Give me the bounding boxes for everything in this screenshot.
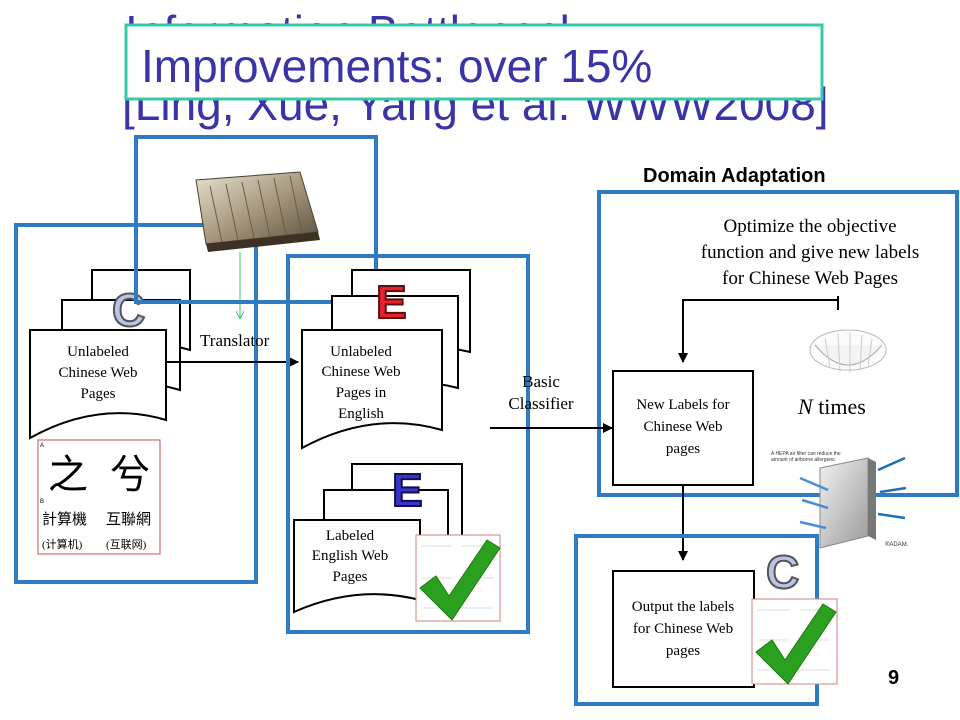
output-line-2: for Chinese Web	[633, 621, 733, 637]
iterations-label: N times	[797, 394, 866, 419]
optimize-line-1: Optimize the objective	[723, 216, 896, 237]
chars-label-a: A	[40, 443, 44, 449]
output-letter-c: C	[766, 546, 799, 598]
new-labels-line-1: New Labels for	[636, 397, 729, 413]
labeled-english-line-3: Pages	[333, 569, 368, 585]
chinese-docs-line-1: Unlabeled	[67, 344, 129, 360]
dictionary-book-icon	[195, 171, 320, 252]
iterations-var: N	[797, 394, 814, 419]
coffee-filter-icon	[809, 329, 887, 373]
filter-caption-2: amount of airborne allergens	[771, 457, 835, 463]
chinese-docs-line-2: Chinese Web	[59, 365, 138, 381]
domain-adaptation-heading: Domain Adaptation	[643, 165, 826, 187]
new-labels-line-2: Chinese Web	[644, 419, 723, 435]
labeled-english-line-2: English Web	[312, 548, 388, 564]
english-group-box	[286, 254, 530, 634]
translator-label: Translator	[200, 331, 270, 350]
labeled-checkmark-icon	[419, 539, 501, 621]
new-labels-box	[612, 370, 754, 486]
page-number: 9	[888, 667, 899, 689]
unlabeled-english-line-2: Chinese Web	[322, 364, 401, 380]
output-checkmark-icon	[755, 603, 837, 685]
classifier-line-1: Basic	[522, 372, 560, 391]
hepa-filter-icon: A HEPA air filter can reduce the amount …	[771, 451, 909, 549]
chars-word2-trad: 互聯網	[106, 511, 151, 528]
chinese-docs-stack	[29, 269, 191, 440]
classifier-line-2: Classifier	[508, 394, 573, 413]
chars-char2: 兮	[110, 452, 150, 497]
chars-label-b: B	[40, 499, 44, 505]
translator-group-box	[134, 135, 378, 304]
optimize-line-3: for Chinese Web Pages	[722, 268, 898, 289]
english-letter-e-top: E	[376, 276, 407, 328]
english-unlabeled-docs-stack	[301, 269, 471, 450]
chinese-characters-panel: A B 之 兮 計算機 互聯網 (计算机) (互联网)	[37, 439, 161, 555]
filter-brand: ®ADAM.	[885, 541, 909, 548]
english-labeled-docs-stack	[293, 463, 463, 614]
optimize-line-2: function and give new labels	[701, 242, 919, 263]
new-labels-line-3: pages	[666, 441, 700, 457]
labeled-english-line-1: Labeled	[326, 528, 375, 544]
chinese-docs-line-3: Pages	[81, 386, 116, 402]
unlabeled-english-line-1: Unlabeled	[330, 344, 392, 360]
unlabeled-english-line-3: Pages in	[336, 385, 387, 401]
domain-adaptation-box	[597, 190, 959, 497]
improvements-box	[124, 23, 824, 101]
chinese-letter-c: C	[112, 284, 145, 336]
unlabeled-english-line-4: English	[338, 406, 384, 422]
english-letter-e-bottom: E	[392, 464, 423, 516]
optimize-text: Optimize the objective function and give…	[701, 216, 919, 289]
iterations-word: times	[813, 394, 866, 419]
filter-caption-1: A HEPA air filter can reduce the	[771, 451, 841, 457]
output-line-1: Output the labels	[632, 599, 735, 615]
output-line-3: pages	[666, 643, 700, 659]
chars-word1-trad: 計算機	[42, 510, 87, 528]
output-box	[612, 570, 755, 688]
chars-word1-simp: (计算机)	[42, 537, 83, 551]
improvements-label: Improvements: over 15%	[141, 40, 652, 92]
chars-word2-simp: (互联网)	[106, 538, 147, 551]
chars-char1: 之	[48, 452, 88, 497]
